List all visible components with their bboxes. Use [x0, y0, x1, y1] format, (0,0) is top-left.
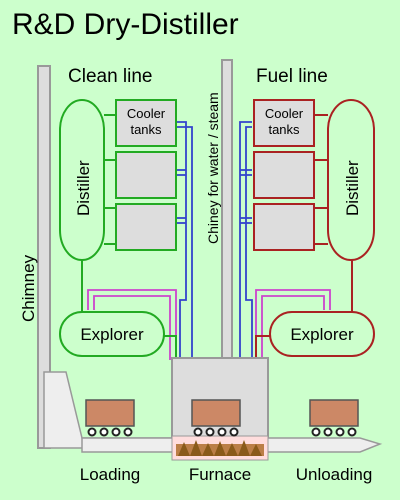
water-pipes-right	[239, 121, 253, 360]
furnace-label: Furnace	[189, 465, 251, 484]
cooler-tanks-label-line1: Cooler	[127, 106, 166, 121]
cooler-tanks-label-line2: tanks	[130, 122, 162, 137]
cooler-tanks-left: Cooler tanks	[115, 99, 177, 251]
distiller-left-label: Distiller	[74, 160, 93, 216]
cooler-tank	[253, 203, 315, 251]
chimney-label: Chimney	[19, 254, 38, 322]
cooler-tank	[253, 151, 315, 199]
explorer-left-label: Explorer	[80, 325, 144, 344]
cart-furnace	[191, 399, 241, 437]
cooler-tank	[115, 203, 177, 251]
cooler-tank	[253, 99, 315, 147]
cooler-tanks-right: Cooler tanks	[253, 99, 315, 251]
cooler-tank	[115, 151, 177, 199]
explorer-left	[59, 311, 165, 357]
loading-label: Loading	[80, 465, 141, 484]
water-pipes-left	[176, 121, 193, 360]
diagram-title: R&D Dry-Distiller	[12, 8, 239, 41]
gas-pipes	[87, 289, 331, 360]
center-chimney	[221, 59, 233, 361]
center-chimney-label: Chiney for water / steam	[205, 92, 221, 244]
fire-icon	[176, 440, 264, 456]
fuel-line-label: Fuel line	[256, 66, 328, 87]
distiller-right	[327, 99, 375, 261]
cart-loading	[85, 399, 135, 437]
unloading-label: Unloading	[296, 465, 373, 484]
cooler-tanks-label-line1: Cooler	[265, 106, 304, 121]
explorer-right	[269, 311, 375, 357]
fuel-line-circuit	[255, 114, 353, 360]
explorer-right-label: Explorer	[290, 325, 354, 344]
cooler-tank	[115, 99, 177, 147]
clean-line-circuit	[59, 99, 177, 360]
cooler-tanks-label-line2: tanks	[268, 122, 300, 137]
cart-unloading	[309, 399, 359, 437]
clean-line-label: Clean line	[68, 66, 153, 87]
distiller-right-label: Distiller	[343, 160, 362, 216]
